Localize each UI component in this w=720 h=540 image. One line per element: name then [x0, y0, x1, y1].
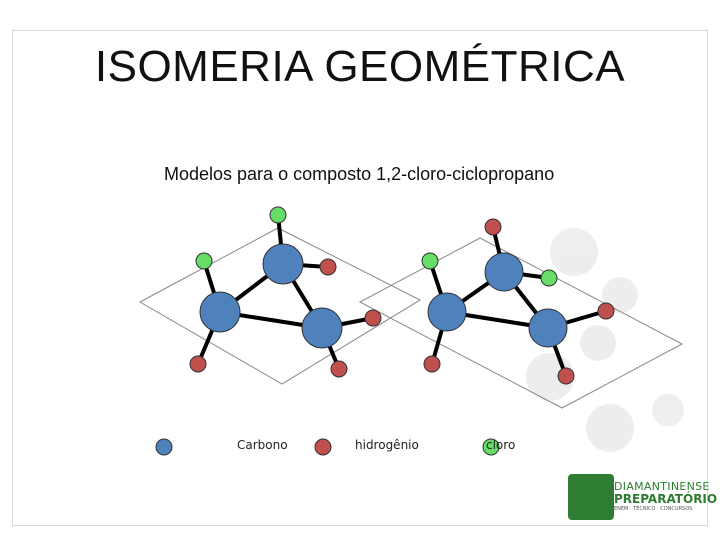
hydrogen-atom [189, 355, 207, 373]
hydrogen-atom [484, 218, 502, 236]
carbon-atom [427, 292, 467, 332]
legend-chlorine-swatch [482, 438, 500, 456]
left-molecule-atoms [189, 206, 382, 378]
hydrogen-atom [330, 360, 348, 378]
plane-left [138, 227, 422, 385]
slide-title: ISOMERIA GEOMÉTRICA [94, 42, 626, 91]
legend-hydrogen-label: hidrogênio [355, 438, 419, 452]
hydrogen-atom [423, 355, 441, 373]
logo-tagline: ENEM · TÉCNICO · CONCURSOS [614, 506, 693, 512]
carbon-atom [528, 308, 568, 348]
hydrogen-atom [557, 367, 575, 385]
chlorine-atom [421, 252, 439, 270]
legend-carbon-swatch [155, 438, 173, 456]
atom-watermark-icon [602, 277, 638, 313]
hydrogen-atom [364, 309, 382, 327]
legend-carbon-label: Carbono [237, 438, 288, 452]
watermark-icons [526, 228, 684, 452]
carbon-atom [262, 243, 304, 285]
beaker-watermark-icon [652, 394, 684, 426]
legend-chlorine-label: cloro [486, 438, 516, 452]
carbon-atom [301, 307, 343, 349]
hydrogen-atom [319, 258, 337, 276]
slide-frame [12, 30, 708, 526]
globe-watermark-icon [580, 325, 616, 361]
carbon-atom [484, 252, 524, 292]
logo-mark-icon [568, 474, 614, 520]
chlorine-atom [195, 252, 213, 270]
carbon-atom [199, 291, 241, 333]
chlorine-atom [269, 206, 287, 224]
flask-watermark-icon [550, 228, 598, 276]
legend-hydrogen-swatch [314, 438, 332, 456]
logo-name: DIAMANTINENSE [614, 480, 710, 493]
hydrogen-atom [597, 302, 615, 320]
slide-subtitle: Modelos para o composto 1,2-cloro-ciclop… [164, 164, 555, 184]
logo-subtitle: PREPARATÓRIO [614, 492, 718, 506]
chlorine-atom [540, 269, 558, 287]
plane-right [358, 237, 684, 409]
cap-watermark-icon [586, 404, 634, 452]
right-molecule-atoms [421, 218, 615, 385]
